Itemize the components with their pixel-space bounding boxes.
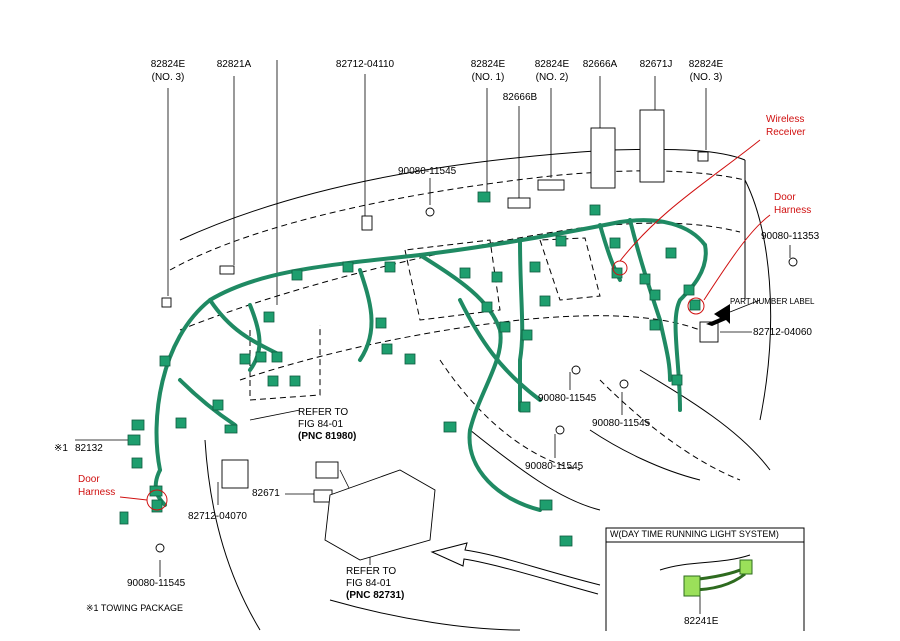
part-number-label: PART NUMBER LABEL (730, 297, 815, 306)
door-harness-right-line1: Door (774, 192, 796, 203)
part-82824e-no3-right: 82824E (688, 59, 724, 70)
refer-2-line1: REFER TO (346, 566, 397, 577)
part-90080-11545-mid1: 90080-11545 (538, 393, 597, 404)
wireless-receiver-line2: Receiver (766, 127, 806, 138)
part-82824e-no2: 82824E (534, 59, 570, 70)
part-90080-11545-mid2: 90080-11545 (592, 418, 651, 429)
note-mark: ※1 (54, 443, 68, 454)
body-outline (179, 148, 772, 631)
part-90080-11545-bottom: 90080-11545 (127, 578, 186, 589)
hardware-parts (155, 109, 798, 561)
refer-2-line3: (PNC 82731) (346, 590, 405, 601)
part-82241e: 82241E (684, 616, 719, 627)
part-82824e-no1: 82824E (470, 59, 506, 70)
part-82712-04070: 82712-04070 (188, 511, 247, 522)
leader-lines (75, 60, 791, 614)
part-label-arrow (706, 304, 730, 326)
part-82821a: 82821A (216, 59, 252, 70)
door-harness-right-line2: Harness (774, 205, 812, 216)
refer-1-line2: FIG 84-01 (298, 419, 344, 430)
part-82712-04060: 82712-04060 (753, 327, 812, 338)
part-82132: 82132 (75, 443, 103, 454)
footnote: ※1 TOWING PACKAGE (86, 603, 184, 613)
part-82671j: 82671J (639, 59, 673, 70)
connectors (119, 191, 701, 547)
part-82824e-no2-sub: (NO. 2) (535, 72, 569, 83)
refer-1-line1: REFER TO (298, 407, 349, 418)
part-82666b: 82666B (502, 92, 538, 103)
direction-arrow (430, 542, 601, 595)
part-82824e-no3-left: 82824E (150, 59, 186, 70)
door-harness-left-line1: Door (78, 474, 100, 485)
part-82671: 82671 (252, 488, 280, 499)
drl-title: W(DAY TIME RUNNING LIGHT SYSTEM) (610, 529, 779, 539)
refer-1-line3: (PNC 81980) (298, 431, 357, 442)
part-90080-11545-mid3: 90080-11545 (525, 461, 584, 472)
door-harness-left-line2: Harness (78, 487, 116, 498)
part-82824e-no3-left-sub: (NO. 3) (151, 72, 185, 83)
wireless-receiver-line1: Wireless (766, 114, 805, 125)
part-82666a: 82666A (582, 59, 618, 70)
dashboard-outline (169, 170, 746, 481)
part-90080-11353: 90080-11353 (761, 231, 820, 242)
drl-box (605, 527, 805, 631)
red-annotations (119, 139, 771, 511)
part-82824e-no1-sub: (NO. 1) (471, 72, 505, 83)
part-82712-04110: 82712-04110 (335, 59, 395, 70)
refer-2-line2: FIG 84-01 (346, 578, 392, 589)
part-90080-11545-top: 90080-11545 (398, 166, 457, 177)
part-82824e-no3-right-sub: (NO. 3) (689, 72, 723, 83)
